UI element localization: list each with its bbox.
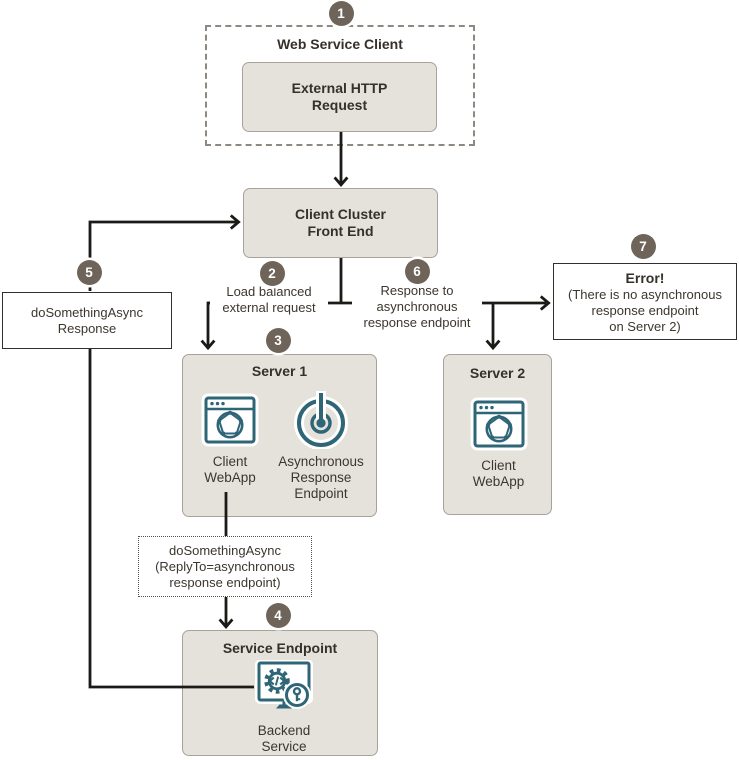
service-endpoint-box: Service Endpoint [182, 630, 378, 756]
server2-webapp-group: Client WebApp [444, 395, 553, 490]
step-badge-4: 4 [265, 602, 291, 628]
server1-endpoint-group: Asynchronous Response Endpoint [267, 391, 375, 502]
external-http-request-box: External HTTP Request [242, 62, 437, 132]
server2-box: Server 2 Clien [443, 354, 552, 515]
dosomethingasync-request-box: doSomethingAsync (ReplyTo=asynchronous r… [138, 536, 312, 597]
step-badge-5: 5 [76, 259, 102, 285]
server1-box: Server 1 Clien [182, 354, 377, 517]
server2-title: Server 2 [469, 365, 526, 381]
async-response-label: Response to asynchronous response endpoi… [352, 282, 482, 332]
load-balanced-label: Load balanced external request [210, 283, 328, 317]
web-service-client-title: Web Service Client [277, 36, 403, 52]
client-webapp-icon [201, 393, 259, 447]
step-badge-3: 3 [265, 327, 291, 353]
backend-service-icon [255, 660, 313, 709]
server1-webapp-label: Client WebApp [204, 454, 256, 485]
dosomethingasync-response-box: doSomethingAsync Response [2, 292, 172, 349]
error-body: (There is no asynchronous response endpo… [568, 286, 722, 334]
server1-webapp-group: Client WebApp [189, 391, 271, 486]
client-cluster-front-end-box: Client Cluster Front End [243, 188, 438, 258]
backend-service-group: Backend Service [249, 660, 319, 755]
server1-title: Server 1 [251, 363, 308, 379]
step-badge-1: 1 [328, 0, 354, 26]
client-webapp-icon [470, 397, 527, 451]
step-badge-2: 2 [259, 260, 285, 286]
error-title: Error! [625, 269, 665, 286]
step-badge-7: 7 [630, 233, 656, 259]
service-endpoint-title: Service Endpoint [222, 640, 338, 656]
step-badge-6: 6 [404, 258, 430, 284]
backend-service-label: Backend Service [257, 723, 311, 754]
server1-endpoint-label: Asynchronous Response Endpoint [278, 454, 364, 501]
error-box: Error! (There is no asynchronous respons… [553, 263, 737, 340]
async-response-endpoint-icon [294, 391, 348, 449]
server2-webapp-label: Client WebApp [472, 458, 525, 489]
